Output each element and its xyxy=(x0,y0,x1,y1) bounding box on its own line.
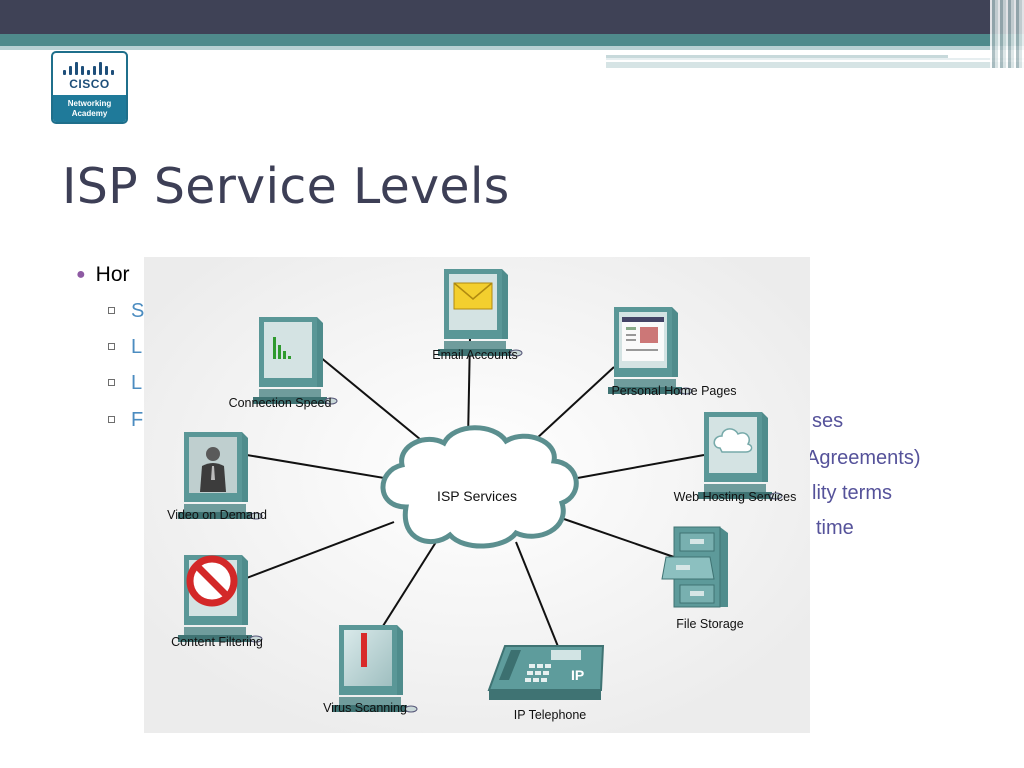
bullet-main-text: Hor xyxy=(95,263,130,286)
connection-lines xyxy=(228,336,705,650)
video-on-demand-computer xyxy=(177,431,263,520)
cisco-networking-academy-logo: CISCO Networking Academy xyxy=(51,51,128,124)
logo-wordmark: CISCO xyxy=(69,77,110,91)
email-accounts-computer xyxy=(437,268,523,357)
sub-bullet: S xyxy=(108,300,144,323)
sub-bullet-text: S xyxy=(131,300,145,322)
web-hosting-services-computer xyxy=(697,411,783,500)
sub-bullet-text: L xyxy=(131,336,143,358)
bullet-dot-icon: ● xyxy=(76,266,86,283)
text-fragment: Agreements) xyxy=(806,447,921,469)
personal-home-pages-label: Personal Home Pages xyxy=(611,384,737,398)
virus-scanning-computer xyxy=(332,624,418,713)
sub-bullet: L xyxy=(108,372,142,395)
header-dark-band xyxy=(0,0,1024,34)
video-on-demand-label: Video on Demand xyxy=(167,508,267,522)
logo-line1: Networking xyxy=(67,99,112,108)
file-storage-label: File Storage xyxy=(676,617,744,631)
logo-academy-band: Networking Academy xyxy=(53,95,126,122)
web-hosting-services-label: Web Hosting Services xyxy=(673,490,797,504)
text-fragment: time xyxy=(816,517,854,539)
logo-line2: Academy xyxy=(71,109,108,118)
cisco-bars-icon xyxy=(63,61,118,75)
isp-services-label: ISP Services xyxy=(437,488,517,504)
square-bullet-icon xyxy=(108,307,115,314)
file-storage-cabinet xyxy=(661,526,728,608)
diagram-canvas: IP xyxy=(144,257,810,733)
header-light-band xyxy=(0,46,1024,50)
header-accent-line xyxy=(606,58,1024,60)
square-bullet-icon xyxy=(108,416,115,423)
square-bullet-icon xyxy=(108,379,115,386)
isp-services-diagram: IP ISP Services Email Accounts Personal … xyxy=(144,257,810,733)
header-accent-line xyxy=(606,55,948,58)
square-bullet-icon xyxy=(108,343,115,350)
personal-home-pages-computer xyxy=(607,306,693,395)
virus-scanning-label: Virus Scanning xyxy=(323,701,407,715)
header-teal-band xyxy=(0,34,1024,46)
text-fragment: lity terms xyxy=(812,482,892,504)
content-filtering-computer xyxy=(177,554,263,643)
bullet-main: ● Hor xyxy=(76,263,130,287)
ip-telephone: IP xyxy=(487,645,605,700)
connection-speed-label: Connection Speed xyxy=(228,396,332,410)
sub-bullet-text: L xyxy=(131,372,143,394)
sub-bullet: F xyxy=(108,409,143,432)
ip-badge: IP xyxy=(571,667,584,683)
header-stripes xyxy=(990,0,1024,68)
slide-title: ISP Service Levels xyxy=(62,158,510,215)
email-accounts-label: Email Accounts xyxy=(432,348,518,362)
sub-bullet-text: F xyxy=(131,409,144,431)
isp-cloud xyxy=(380,425,579,549)
sub-bullet: L xyxy=(108,336,142,359)
content-filtering-label: Content Filtering xyxy=(171,635,263,649)
connection-speed-computer xyxy=(252,316,338,405)
text-fragment: ses xyxy=(812,410,844,432)
ip-telephone-label: IP Telephone xyxy=(513,708,587,722)
header-accent-line xyxy=(606,62,1024,68)
